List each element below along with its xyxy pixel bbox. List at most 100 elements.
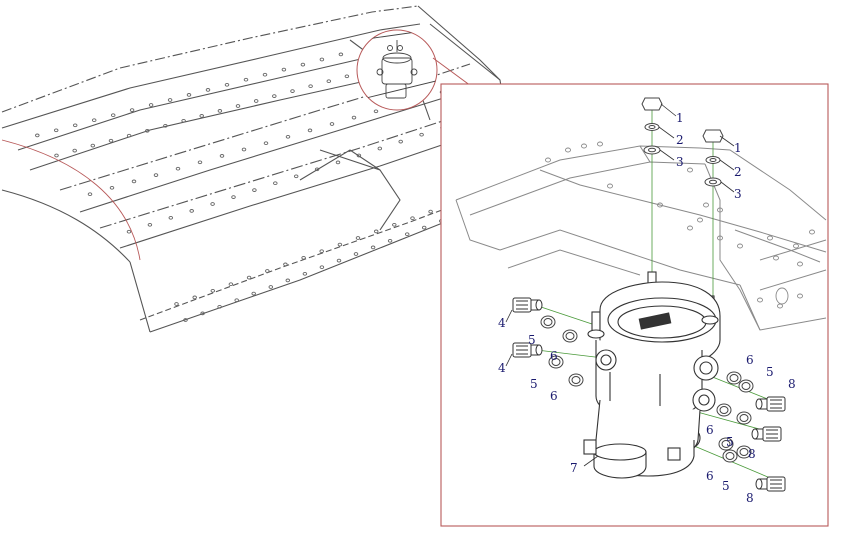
chassis-hole xyxy=(335,160,341,165)
chassis-hole xyxy=(90,143,96,148)
seal-ring-inner xyxy=(565,332,575,340)
callout-ticks xyxy=(505,103,735,467)
frame-hole xyxy=(687,167,693,173)
callout-ring-6b: 6 xyxy=(550,389,558,403)
callout-ring-5b: 5 xyxy=(530,377,538,391)
chassis-hole xyxy=(353,252,359,256)
chassis-hole xyxy=(167,98,173,102)
port-fitting xyxy=(512,342,543,358)
detail-magnifier-circle xyxy=(356,29,438,111)
chassis-hole xyxy=(285,134,291,139)
chassis-hole xyxy=(410,216,415,221)
chassis-hole xyxy=(419,132,424,137)
chassis-hole xyxy=(153,173,159,177)
chassis-hole xyxy=(356,153,362,158)
callout-fitting-8a: 8 xyxy=(788,377,796,391)
chassis-hole xyxy=(273,181,278,186)
chassis-hole xyxy=(129,108,135,112)
port-fitting xyxy=(751,426,782,442)
chassis-hole xyxy=(53,128,59,133)
chassis-hole xyxy=(192,295,197,300)
chassis-hole xyxy=(72,123,78,128)
chassis-hole xyxy=(373,229,379,234)
chassis-hole xyxy=(228,282,234,287)
chassis-hole xyxy=(337,242,343,247)
chassis-hole xyxy=(175,166,181,171)
port-fitting xyxy=(755,476,786,492)
seal-rings xyxy=(540,315,754,463)
nut-1 xyxy=(641,97,663,111)
seal-ring-inner xyxy=(739,414,749,422)
callout-fitting-4a: 4 xyxy=(498,316,506,330)
chassis-hole xyxy=(109,185,115,190)
chassis-hole xyxy=(210,202,215,206)
callout-ring-6e: 6 xyxy=(706,469,714,483)
chassis-hole xyxy=(308,84,313,89)
chassis-hole xyxy=(108,138,114,143)
chassis-hole xyxy=(252,188,257,192)
callout-ring-6c: 6 xyxy=(746,353,754,367)
frame-hole xyxy=(607,183,613,189)
callout-washer-3a: 3 xyxy=(676,155,684,169)
callout-nut-1b: 1 xyxy=(734,141,742,155)
chassis-hole xyxy=(148,103,154,107)
seal-ring-inner xyxy=(543,318,553,326)
frame-hole xyxy=(657,202,663,208)
chassis-hole xyxy=(251,291,256,296)
frame-hole xyxy=(717,235,723,241)
chassis-hole xyxy=(272,94,277,98)
frame-hole xyxy=(793,243,799,249)
chassis-hole xyxy=(145,128,150,133)
seal-ring-inner xyxy=(719,406,729,414)
frame-hole xyxy=(581,143,587,149)
chassis-hole xyxy=(290,89,295,93)
chassis-hole xyxy=(319,57,325,62)
chassis-hole xyxy=(392,222,397,227)
chassis-hole xyxy=(35,133,40,138)
chassis-hole xyxy=(301,255,306,260)
chassis-hole xyxy=(235,104,241,108)
seal-ring-inner xyxy=(725,452,735,460)
frame-hole xyxy=(545,157,551,163)
chassis-hole xyxy=(200,311,205,316)
chassis-hole xyxy=(131,179,137,184)
chassis-hole xyxy=(183,318,188,322)
frame-hole xyxy=(757,297,763,303)
chassis-hole xyxy=(404,232,410,237)
chassis-hole xyxy=(217,109,223,113)
chassis-hole xyxy=(263,141,269,146)
chassis-hole xyxy=(314,167,320,172)
callout-washer-3b: 3 xyxy=(734,187,742,201)
callout-ring-6d: 6 xyxy=(706,423,714,437)
callout-labels: 1 2 3 1 2 3 4 5 6 4 5 6 6 5 8 6 5 8 6 5 … xyxy=(498,111,796,505)
chassis-hole xyxy=(302,271,308,276)
chassis-hole xyxy=(293,174,299,179)
chassis-hole xyxy=(91,118,97,123)
chassis-hole xyxy=(126,229,132,234)
callout-fitting-8b: 8 xyxy=(748,447,756,461)
port-fittings xyxy=(512,297,786,492)
chassis-hole xyxy=(241,147,247,152)
chassis-hole xyxy=(197,160,203,165)
chassis-hole xyxy=(147,222,153,227)
frame-hole xyxy=(717,207,723,213)
callout-washer-2b: 2 xyxy=(734,165,742,179)
chassis-hole xyxy=(181,118,186,123)
frame-hole xyxy=(797,261,803,267)
chassis-hole xyxy=(231,195,236,199)
frame-hole xyxy=(697,217,703,223)
chassis-hole xyxy=(319,249,324,254)
chassis-hole xyxy=(163,123,168,128)
hardware-stack-left xyxy=(641,97,663,155)
chassis-hole xyxy=(351,115,357,120)
callout-ring-5d: 5 xyxy=(726,435,734,449)
port-fitting xyxy=(512,297,543,313)
chassis-hole xyxy=(421,225,427,230)
detail-frame-holes xyxy=(545,141,815,309)
chassis-hole xyxy=(336,258,342,263)
frame-hole xyxy=(767,235,773,241)
callout-valve-7: 7 xyxy=(570,461,578,475)
chassis-hole xyxy=(370,245,376,250)
chassis-hole xyxy=(210,288,216,293)
